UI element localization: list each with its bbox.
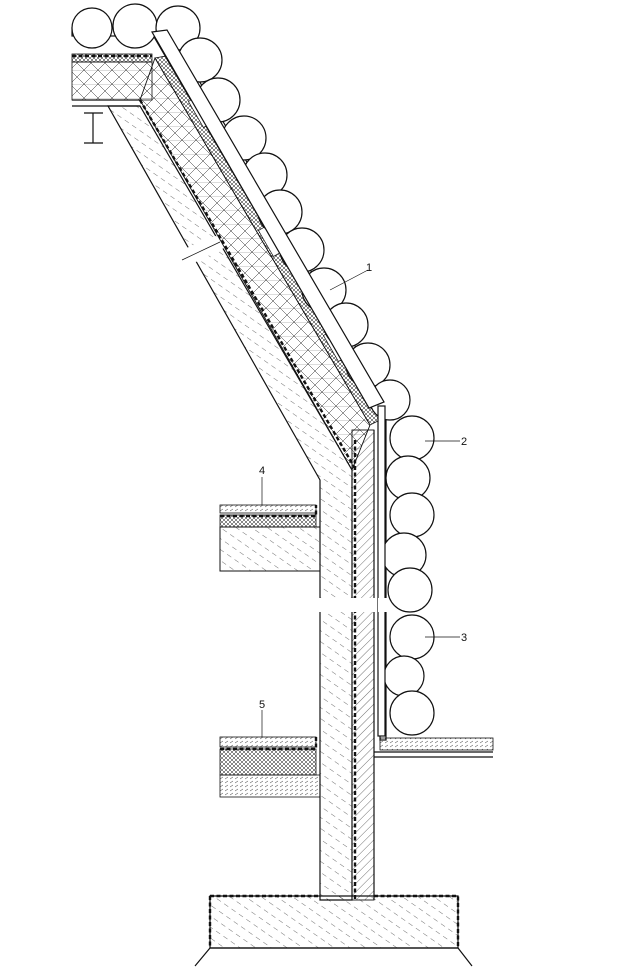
callout-3: 3 [425, 632, 467, 644]
slope-break-edge [181, 241, 221, 261]
foundation [194, 894, 473, 967]
ground-slab [374, 737, 494, 758]
callout-1-label: 1 [366, 262, 372, 274]
callout-4: 4 [259, 465, 265, 505]
callout-5: 5 [259, 699, 265, 737]
callout-1: 1 [329, 262, 372, 291]
steel-i-beam [84, 112, 103, 144]
callout-2-label: 2 [461, 436, 467, 448]
sloped-batten-front [151, 29, 385, 409]
callout-3-label: 3 [461, 632, 467, 644]
vertical-batten-front [377, 405, 386, 737]
floor-slab-4 [219, 504, 321, 572]
callout-2: 2 [425, 436, 467, 448]
callout-4-label: 4 [259, 465, 265, 477]
callout-5-label: 5 [259, 699, 265, 711]
floor-slab-5 [219, 736, 321, 798]
